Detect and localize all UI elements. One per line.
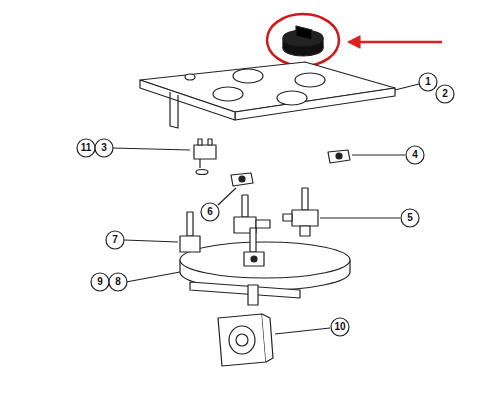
callout-number: 7 bbox=[105, 233, 125, 247]
red-arrow bbox=[348, 36, 442, 48]
callout-number: 2 bbox=[435, 87, 455, 101]
callout-number: 11 bbox=[76, 141, 96, 155]
callout-number: 6 bbox=[200, 205, 220, 219]
part-4 bbox=[328, 150, 405, 163]
callout-number: 8 bbox=[108, 275, 128, 289]
top-panel bbox=[140, 62, 419, 128]
callout-number: 3 bbox=[94, 141, 114, 155]
manifold bbox=[124, 195, 350, 305]
valve-5 bbox=[283, 188, 400, 236]
callout-number: 4 bbox=[405, 148, 425, 162]
knob bbox=[283, 26, 323, 56]
callout-circles bbox=[77, 73, 454, 336]
callout-number: 9 bbox=[90, 275, 110, 289]
callout-number: 5 bbox=[400, 211, 420, 225]
regulator-10 bbox=[218, 314, 330, 366]
callout-number: 1 bbox=[418, 75, 438, 89]
callout-number: 10 bbox=[330, 320, 350, 334]
switch-part bbox=[112, 139, 216, 175]
highlight-circle bbox=[267, 14, 339, 66]
